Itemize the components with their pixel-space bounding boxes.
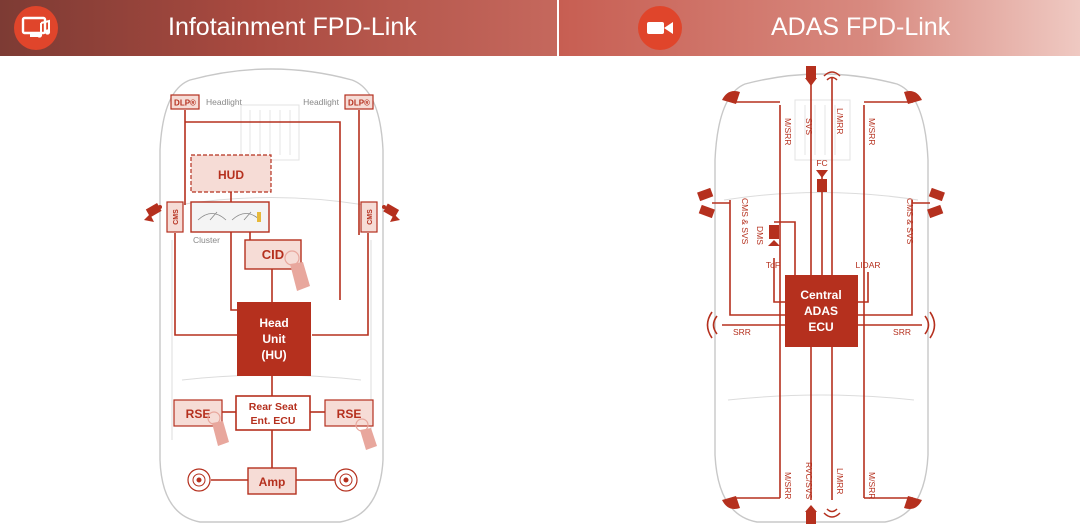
cms-left-box [166, 201, 184, 233]
label-lmrr-front: L/MRR [835, 108, 845, 134]
touch-hand-icon-rse-left [207, 411, 229, 446]
label-lidar: LIDAR [855, 260, 880, 270]
label-msrr-front-right: M/SRR [867, 118, 877, 145]
rse-right-box [324, 399, 374, 427]
touch-hand-icon-cid [284, 250, 310, 291]
cms-right-box [360, 201, 378, 233]
adas-title: ADAS FPD-Link [771, 13, 951, 41]
hud-box [190, 154, 272, 193]
infotainment-car: DLP® Headlight DLP® Headlight HUD Cluste… [144, 68, 400, 523]
hud-label: HUD [218, 168, 244, 182]
label-dms: DMS [755, 226, 765, 245]
cms-right-label: CMS [367, 209, 374, 225]
dlp-left-label: DLP® [174, 99, 196, 108]
dlp-left-box [170, 94, 200, 110]
label-lmrr-rear: L/MRR [835, 468, 845, 494]
rse-right-label: RSE [337, 407, 362, 421]
central-adas-ecu-box [785, 275, 858, 347]
video-camera-icon [638, 6, 682, 50]
cms-left-label: CMS [173, 209, 180, 225]
rse-left-box [173, 399, 223, 427]
dms-camera-icon [769, 225, 779, 239]
headlight-right-label: Headlight [303, 97, 340, 107]
cid-box [244, 239, 302, 270]
headlight-left-label: Headlight [206, 97, 243, 107]
rear-seat-line-2: Ent. ECU [251, 415, 296, 427]
head-unit-line-1: Head [259, 316, 288, 330]
mirror-camera-icon-right [927, 187, 945, 219]
radar-wave-icon-right [924, 311, 936, 339]
label-msrr-front-left: M/SRR [783, 118, 793, 145]
corner-radar-icons [722, 91, 922, 509]
rear-camera-icon [806, 512, 816, 524]
head-unit-line-2: Unit [262, 332, 285, 346]
label-tof: ToF [766, 260, 780, 270]
label-fc: FC [816, 158, 827, 168]
head-unit-line-3: (HU) [261, 348, 286, 362]
rse-left-label: RSE [186, 407, 211, 421]
radar-wave-icon-left [706, 311, 718, 339]
dlp-right-label: DLP® [348, 99, 370, 108]
front-camera-icon [806, 66, 816, 78]
fpd-link-diagram: DLP® Headlight DLP® Headlight HUD Cluste… [144, 66, 945, 524]
central-ecu-line-1: Central [800, 288, 841, 302]
adas-header: ADAS FPD-Link [559, 0, 1080, 56]
label-msrr-rear-left: M/SRR [783, 472, 793, 499]
speaker-icon-left [187, 468, 211, 492]
central-ecu-line-3: ECU [808, 320, 833, 334]
label-msrr-rear-right: M/SRR [867, 472, 877, 499]
camera-icon-right [382, 203, 400, 222]
rear-seat-ecu-box [235, 395, 311, 431]
camera-icon-left [144, 203, 162, 222]
touch-hand-icon-rse-right [355, 418, 377, 450]
label-cms-svs-left: CMS & SVS [740, 198, 750, 245]
front-radar-icon [823, 71, 841, 81]
cid-label: CID [262, 247, 284, 262]
cluster-label: Cluster [193, 235, 220, 245]
dlp-right-box [344, 94, 374, 110]
mirror-camera-icon-left [697, 187, 715, 219]
label-srr-left: SRR [733, 327, 751, 337]
central-ecu-line-2: ADAS [804, 304, 838, 318]
adas-car: M/SRR SVS L/MRR M/SRR FC CMS & SVS CMS &… [697, 66, 945, 524]
amp-box [247, 467, 297, 495]
car-body-right [714, 73, 929, 523]
label-rvc-svs: RVC/SVS [804, 462, 814, 499]
infotainment-title: Infotainment FPD-Link [168, 13, 417, 41]
label-cms-svs-right: CMS & SVS [905, 198, 915, 245]
label-srr-right: SRR [893, 327, 911, 337]
fc-camera-icon [817, 179, 827, 192]
infotainment-links [174, 110, 369, 481]
rear-seat-line-1: Rear Seat [249, 401, 298, 413]
rear-radar-icon [823, 508, 841, 518]
amp-label: Amp [259, 475, 286, 489]
label-svs-front: SVS [804, 118, 814, 135]
infotainment-header: Infotainment FPD-Link [0, 0, 557, 56]
music-screen-icon [14, 6, 58, 50]
head-unit-box [237, 302, 311, 376]
car-body-left [159, 68, 384, 523]
speaker-icon-right [334, 468, 358, 492]
